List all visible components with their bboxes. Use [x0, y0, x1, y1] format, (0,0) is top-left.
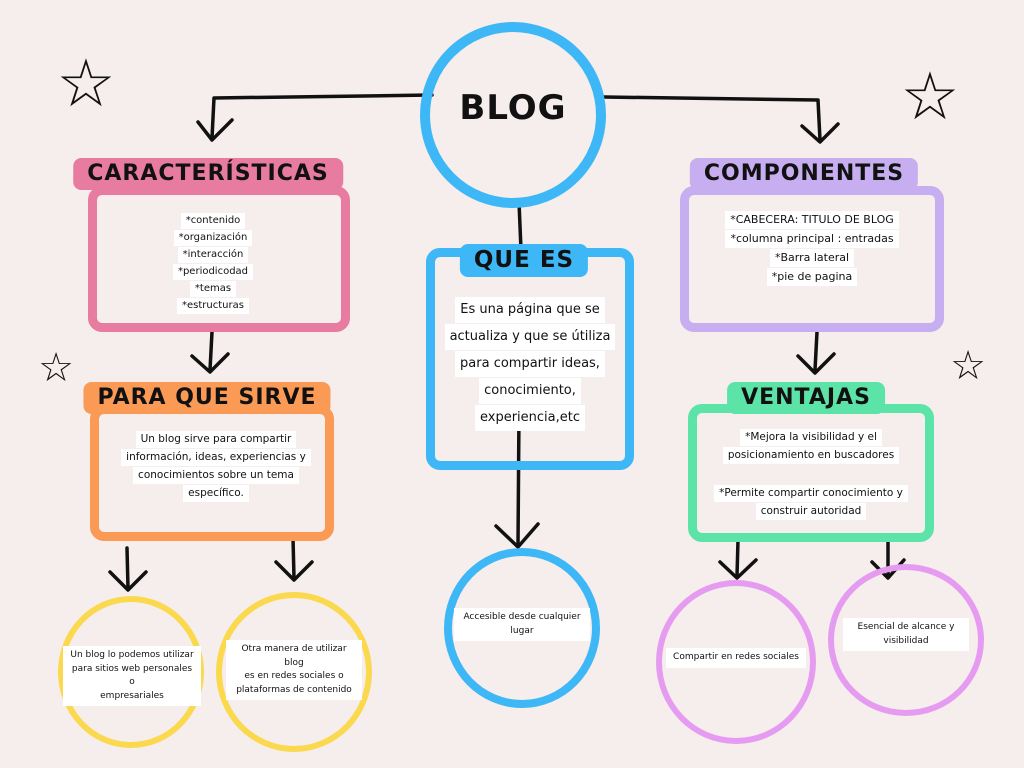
arrowhead — [274, 560, 314, 582]
list-item: *pie de pagina — [766, 268, 858, 286]
arrowhead — [718, 558, 758, 580]
text-line: información, ideas, experiencias y — [121, 449, 311, 466]
bubble-compartir-redes-text: Compartir en redes sociales — [666, 648, 806, 668]
connector-sirve-bubble-right — [291, 536, 296, 580]
text-line: conocimiento, — [479, 378, 581, 404]
text-line: Es una página que se — [455, 297, 605, 323]
bubble-accessible — [444, 548, 600, 708]
arrowhead — [196, 118, 234, 142]
text-line: para sitios web personales o — [71, 663, 193, 688]
connector-blog-caracteristicas — [210, 93, 434, 140]
bubble-social-networks-text: Otra manera de utilizar blog es en redes… — [226, 640, 362, 700]
text-line: *Permite compartir conocimiento y — [714, 485, 908, 502]
caracteristicas-box — [88, 186, 350, 332]
ventajas-box — [688, 404, 934, 542]
list-item: *organización — [173, 230, 253, 246]
star-icon: ☆ — [56, 45, 116, 122]
ventajas-title: VENTAJAS — [727, 382, 885, 415]
star-icon: ☆ — [38, 345, 74, 391]
componentes-list: *CABECERA: TITULO DE BLOG *columna princ… — [698, 210, 926, 287]
text-line: para compartir ideas, — [455, 351, 605, 377]
connector-quees-bubble — [516, 408, 521, 547]
arrowhead — [494, 522, 540, 549]
ventajas-item-1: *Mejora la visibilidad y el posicionamie… — [706, 428, 916, 465]
arrowhead — [796, 352, 836, 375]
connector-caract-sirve — [208, 330, 214, 372]
ventajas-item-2: *Permite compartir conocimiento y constr… — [700, 484, 922, 521]
caracteristicas-list: *contenido *organización *interacción *p… — [168, 212, 258, 315]
connector-blog-quees — [517, 200, 523, 252]
list-item: *columna principal : entradas — [725, 230, 899, 248]
bubble-alcance — [828, 564, 984, 716]
star-icon: ☆ — [950, 343, 986, 389]
text-line: plataformas de contenido — [236, 684, 352, 695]
list-item: *CABECERA: TITULO DE BLOG — [725, 211, 899, 229]
bubble-personal-sites — [58, 596, 204, 748]
connector-comp-ventajas — [813, 330, 819, 372]
caracteristicas-title: CARACTERÍSTICAS — [73, 158, 343, 191]
componentes-title: COMPONENTES — [689, 158, 919, 191]
text-line: específico. — [183, 485, 249, 502]
text-line: es en redes sociales o — [244, 671, 344, 681]
para-que-sirve-text: Un blog sirve para compartir información… — [116, 430, 316, 503]
text-line: Otra manera de utilizar blog — [241, 644, 347, 668]
text-line: visibilidad — [883, 635, 929, 646]
componentes-box — [680, 186, 944, 332]
connector-sirve-bubble-left — [125, 546, 130, 590]
text-line: Esencial de alcance y — [857, 622, 955, 632]
que-es-text: Es una página que se actualiza y que se … — [440, 296, 620, 432]
bubble-accessible-text: Accesible desde cualquier lugar — [454, 608, 590, 641]
bubble-compartir-redes — [656, 580, 816, 744]
text-line: conocimientos sobre un tema — [133, 467, 299, 484]
star-icon: ☆ — [900, 58, 960, 135]
text-line: *Mejora la visibilidad y el — [740, 429, 882, 446]
connector-ventajas-bubble-left — [735, 538, 740, 578]
list-item: *periodicodad — [172, 264, 254, 280]
bubble-personal-sites-text: Un blog lo podemos utilizar para sitios … — [63, 646, 201, 706]
text-line: actualiza y que se útiliza — [444, 324, 616, 350]
para-que-sirve-title: PARA QUE SIRVE — [83, 382, 331, 415]
connector-blog-componentes — [602, 95, 822, 142]
list-item: *interacción — [177, 247, 249, 263]
blog-circle: BLOG — [420, 22, 606, 208]
que-es-title: QUE ES — [459, 244, 589, 278]
list-item: *Barra lateral — [769, 249, 855, 267]
list-item: *contenido — [180, 213, 246, 229]
text-line: empresariales — [100, 690, 164, 701]
text-line: Un blog lo podemos utilizar — [70, 650, 194, 660]
text-line: experiencia,etc — [474, 405, 585, 431]
text-line: construir autoridad — [755, 503, 867, 520]
text-line: Compartir en redes sociales — [673, 652, 799, 662]
arrowhead — [108, 570, 148, 592]
text-line: posicionamiento en buscadores — [722, 447, 900, 464]
arrowhead — [800, 122, 840, 144]
list-item: *estructuras — [177, 298, 249, 314]
arrowhead — [190, 352, 230, 374]
list-item: *temas — [189, 281, 237, 297]
bubble-alcance-text: Esencial de alcance y visibilidad — [843, 618, 969, 651]
bubble-social-networks — [216, 592, 372, 752]
text-line: lugar — [510, 625, 534, 636]
blog-title: BLOG — [459, 88, 567, 128]
text-line: Un blog sirve para compartir — [135, 431, 297, 448]
text-line: Accesible desde cualquier — [463, 612, 581, 622]
